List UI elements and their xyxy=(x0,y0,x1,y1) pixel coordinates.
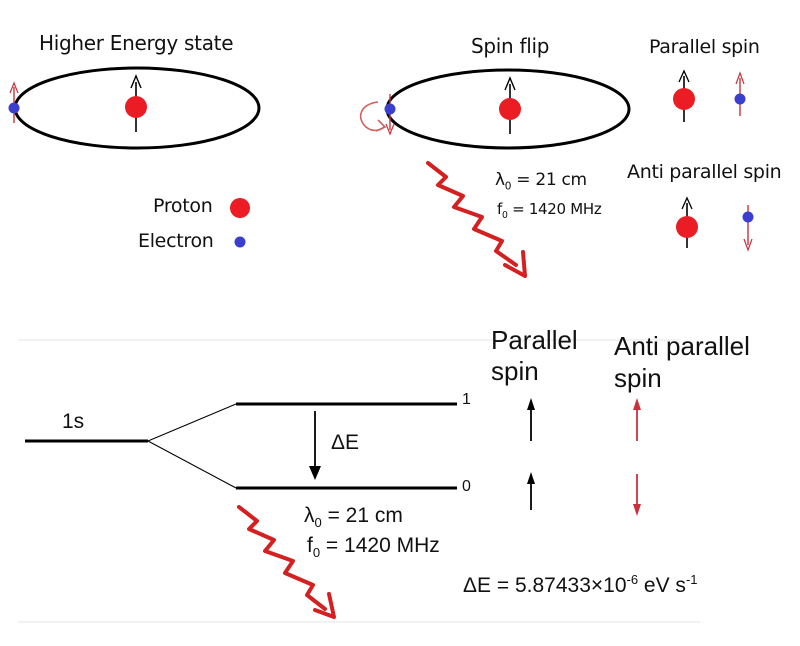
electron-with-spin-down xyxy=(384,94,396,136)
split-line-upper xyxy=(147,403,237,442)
parallel-spin-arrow-lower xyxy=(527,472,535,510)
anti-parallel-spin-arrow-lower xyxy=(633,474,641,516)
top-frequency-label: f0 = 1420 MHz xyxy=(497,200,602,221)
proton-with-spin xyxy=(499,76,521,134)
parallel-header-line-1: Parallel xyxy=(491,325,578,355)
anti-parallel-spin-pair xyxy=(676,196,754,252)
proton-with-spin xyxy=(125,74,147,132)
parallel-spin-arrow-upper xyxy=(527,398,535,441)
delta-e-label: ΔE xyxy=(331,431,360,454)
bottom-frequency-label: f0 = 1420 MHz xyxy=(307,534,440,561)
upper-level-label: 1 xyxy=(462,391,471,408)
electron xyxy=(384,103,396,115)
legend-proton-dot xyxy=(230,198,250,218)
proton xyxy=(676,216,698,238)
level-1s-label: 1s xyxy=(62,410,85,433)
electron-with-spin-up xyxy=(8,81,20,123)
legend-electron-label: Electron xyxy=(138,230,214,252)
spin-flip-title: Spin flip xyxy=(471,34,550,58)
anti-parallel-header-line-2: spin xyxy=(614,363,662,393)
flip-rotation-arrow xyxy=(359,101,387,132)
lower-level-label: 0 xyxy=(462,478,471,495)
proton xyxy=(125,96,147,118)
proton xyxy=(673,88,695,110)
anti-parallel-spin-arrow-upper xyxy=(633,398,641,441)
anti-parallel-spin-title: Anti parallel spin xyxy=(627,161,782,183)
legend-proton-label: Proton xyxy=(153,195,213,217)
energy-level-lines xyxy=(25,402,457,490)
electron xyxy=(8,102,20,114)
emitted-photon-bottom xyxy=(237,505,336,619)
anti-parallel-header-line-1: Anti parallel xyxy=(614,331,750,361)
delta-e-arrow xyxy=(309,411,321,480)
electron xyxy=(734,93,746,105)
delta-e-equation: ΔE = 5.87433×10-6 eV s-1 xyxy=(463,572,698,597)
split-line-lower xyxy=(147,440,237,489)
top-wavelength-label: λ0 = 21 cm xyxy=(495,170,587,193)
parallel-spin-title: Parallel spin xyxy=(649,36,760,58)
spin-flip-atom xyxy=(359,68,631,150)
parallel-spin-pair xyxy=(673,69,746,122)
higher-energy-title: Higher Energy state xyxy=(39,31,234,55)
parallel-header-line-2: spin xyxy=(491,356,539,386)
emitted-photon-top xyxy=(426,161,527,278)
bottom-wavelength-label: λ0 = 21 cm xyxy=(304,504,403,531)
electron xyxy=(742,211,754,223)
legend-electron-dot xyxy=(234,236,246,248)
proton xyxy=(499,98,521,120)
higher-energy-atom xyxy=(8,66,261,150)
